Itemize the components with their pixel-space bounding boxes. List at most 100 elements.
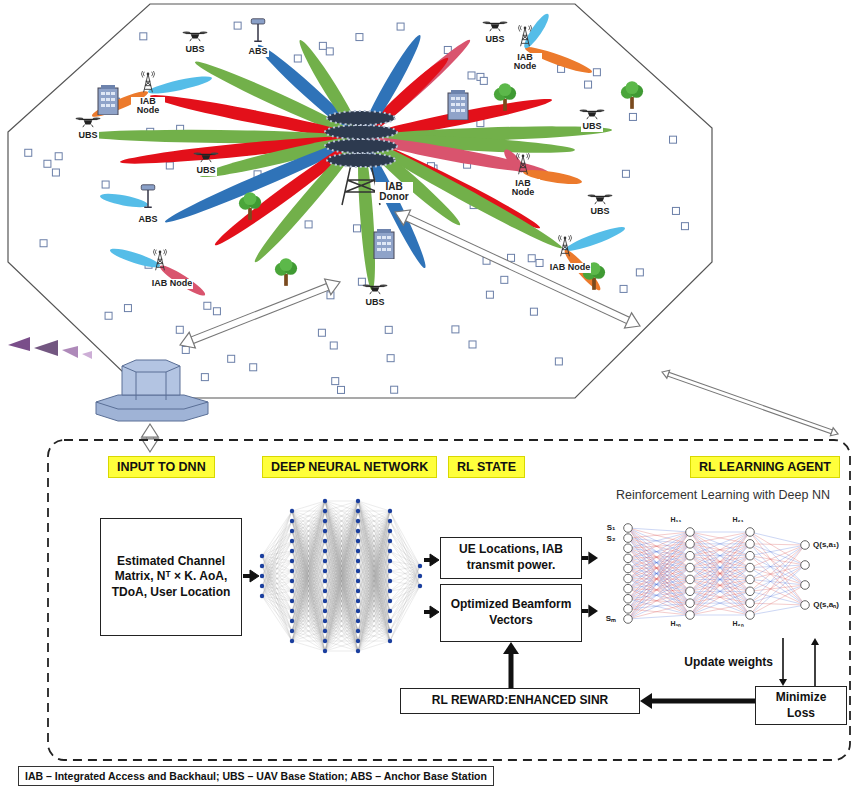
- dnn-link: [292, 531, 325, 641]
- dnn-link: [325, 501, 358, 511]
- rl-link: [690, 532, 750, 603]
- dnn-neuron: [323, 639, 327, 643]
- dnn-link: [390, 561, 420, 586]
- dnn-link: [292, 521, 325, 641]
- rl-link: [750, 545, 805, 568]
- dnn-link: [262, 566, 292, 631]
- connector: [503, 642, 519, 688]
- dnn-neuron: [290, 599, 294, 603]
- dnn-link: [358, 611, 390, 651]
- rl-neuron: [801, 581, 810, 590]
- dnn-link: [262, 576, 292, 641]
- dnn-neuron: [323, 579, 327, 583]
- dnn-neuron: [260, 584, 264, 588]
- arrow-head: [325, 279, 340, 295]
- rl-neuron: [686, 599, 695, 608]
- arrow-head: [503, 642, 519, 654]
- dnn-link: [292, 641, 325, 642]
- dnn-link: [292, 551, 325, 641]
- rl-link: [628, 544, 690, 579]
- dnn-link: [292, 591, 325, 641]
- node-text: RL LEARNING AGENT: [699, 460, 831, 474]
- rl-link: [690, 532, 750, 615]
- rl-neuron: [801, 601, 810, 610]
- rl-link: [750, 579, 805, 605]
- hollow-arrow: [191, 286, 328, 340]
- rl-link: [690, 532, 750, 591]
- hollow-arrow: [668, 374, 832, 432]
- rl-link: [690, 556, 750, 615]
- flow-arrow: [243, 554, 439, 618]
- dnn-link: [390, 551, 420, 586]
- rl-link: [690, 532, 750, 568]
- ue-square: [326, 48, 333, 55]
- dnn-link: [325, 581, 358, 651]
- rl-link: [690, 556, 750, 615]
- dnn-link: [390, 566, 420, 601]
- map-label: IAB Node: [131, 97, 165, 116]
- rl-link: [750, 532, 805, 605]
- dnn-neuron: [388, 629, 392, 633]
- dnn-link: [390, 541, 420, 586]
- rl-link: [628, 579, 690, 619]
- dnn-link: [292, 531, 325, 651]
- dnn-link: [262, 551, 292, 596]
- dnn-link: [325, 651, 358, 652]
- dnn-link: [262, 556, 292, 631]
- network-label: Q(s,aₙ): [812, 601, 840, 609]
- dnn-neuron: [356, 589, 360, 593]
- dnn-link: [325, 621, 358, 651]
- ue-square: [452, 326, 459, 333]
- ue-square: [319, 42, 326, 49]
- rl-neuron: [624, 594, 633, 603]
- dnn-link: [358, 501, 390, 641]
- connector-line: [582, 556, 588, 560]
- dnn-link: [262, 566, 292, 641]
- neural-network: [260, 499, 422, 653]
- dnn-link: [358, 511, 390, 631]
- uav-icon: [363, 284, 388, 294]
- ue-square: [204, 302, 211, 309]
- arrow-head: [662, 370, 670, 378]
- dnn-link: [292, 511, 325, 641]
- dnn-link: [390, 521, 420, 586]
- dnn-link: [292, 561, 325, 641]
- dnn-neuron: [323, 529, 327, 533]
- arrow-head: [180, 332, 195, 348]
- rl-neuron: [746, 551, 755, 560]
- iab-node-icon: [516, 152, 529, 174]
- dnn-link: [292, 631, 325, 641]
- ue-square: [622, 170, 629, 177]
- ue-square: [318, 329, 325, 336]
- dnn-neuron: [323, 559, 327, 563]
- rl-link: [628, 568, 690, 609]
- ue-square: [358, 278, 365, 285]
- rl-link: [750, 544, 805, 585]
- dnn-link: [325, 641, 358, 651]
- dnn-neuron: [356, 569, 360, 573]
- dnn-neuron: [356, 649, 360, 653]
- access-beam: [108, 245, 161, 271]
- dnn-link: [262, 531, 292, 596]
- dnn-neuron: [388, 619, 392, 623]
- rl-link: [628, 532, 690, 589]
- dnn-link: [358, 511, 390, 521]
- dnn-link: [262, 571, 292, 596]
- rl-neuron: [746, 575, 755, 584]
- dnn-neuron: [290, 589, 294, 593]
- rl-link: [690, 532, 750, 556]
- loss-box: Minimize Loss: [755, 686, 847, 725]
- ue-square: [44, 160, 51, 167]
- dnn-link: [358, 621, 390, 651]
- dnn-neuron: [388, 529, 392, 533]
- rl-link: [750, 544, 805, 545]
- dnn-neuron: [388, 599, 392, 603]
- gateway-icon: [8, 337, 208, 421]
- connector: [582, 552, 598, 565]
- dnn-link: [262, 591, 292, 596]
- rl-link: [690, 532, 750, 579]
- dnn-neuron: [323, 609, 327, 613]
- map-label: IAB Donor: [375, 182, 413, 203]
